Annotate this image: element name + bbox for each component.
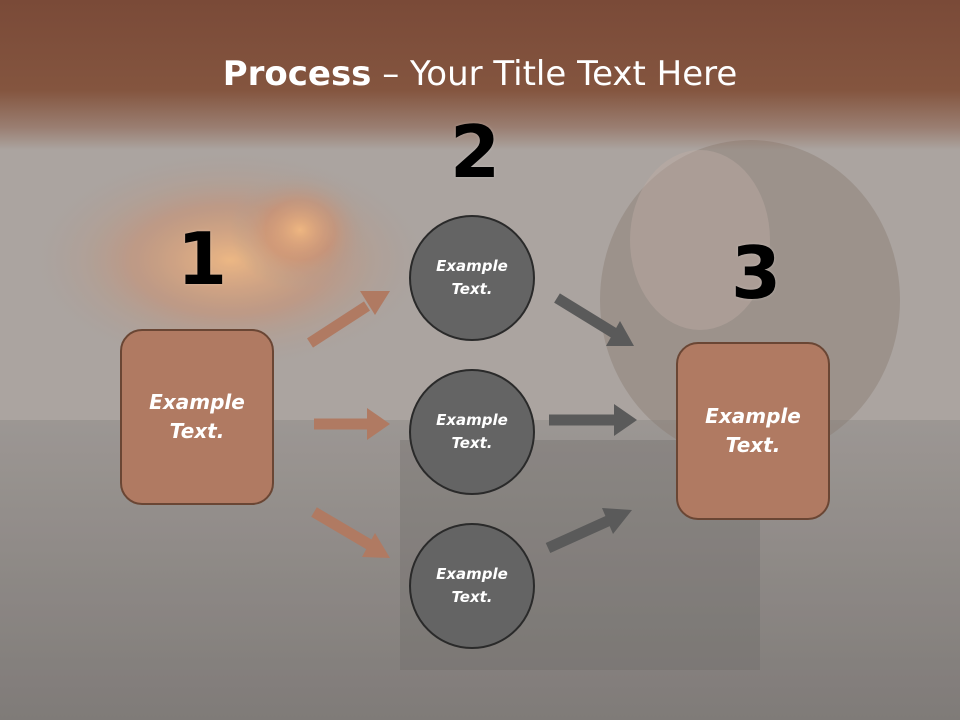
slide-title[interactable]: Process – Your Title Text Here xyxy=(0,52,960,96)
step-3-line2: Text. xyxy=(725,433,781,457)
circle-bottom-line1: Example xyxy=(436,565,508,583)
step-number-3: 3 xyxy=(731,231,782,315)
arrow-left-middle xyxy=(314,408,390,440)
circle-middle-line1: Example xyxy=(436,411,508,429)
circle-top-line2: Text. xyxy=(451,280,493,298)
arrow-right-up xyxy=(545,508,632,554)
step-3-line1: Example xyxy=(705,404,801,428)
step-number-2: 2 xyxy=(450,110,501,194)
circle-top-line1: Example xyxy=(436,257,508,275)
step-3-box[interactable]: Example Text. xyxy=(676,342,830,520)
step-1-box[interactable]: Example Text. xyxy=(120,329,274,505)
arrow-left-down xyxy=(311,507,390,558)
arrow-right-middle xyxy=(549,404,637,436)
step-2-circle-middle[interactable]: Example Text. xyxy=(409,369,535,495)
title-rest: – Your Title Text Here xyxy=(371,54,738,94)
step-1-line2: Text. xyxy=(169,419,225,443)
arrow-left-up xyxy=(307,291,390,348)
circle-bottom-line2: Text. xyxy=(451,588,493,606)
title-band xyxy=(0,0,960,150)
title-bold: Process xyxy=(222,54,372,94)
step-number-1: 1 xyxy=(177,217,228,301)
arrow-right-down xyxy=(554,293,634,346)
step-1-line1: Example xyxy=(149,390,245,414)
step-2-circle-bottom[interactable]: Example Text. xyxy=(409,523,535,649)
circle-middle-line2: Text. xyxy=(451,434,493,452)
step-2-circle-top[interactable]: Example Text. xyxy=(409,215,535,341)
